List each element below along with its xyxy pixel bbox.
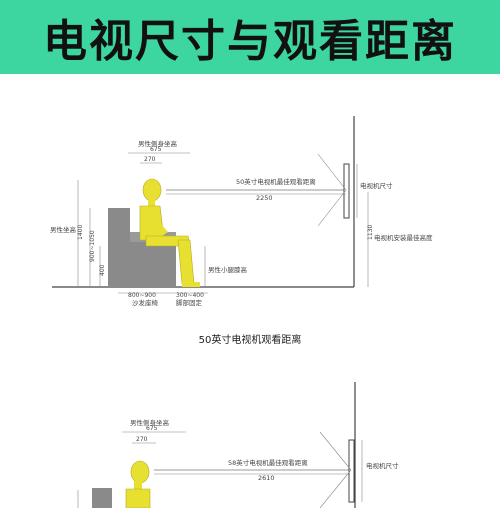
foot-value: 300~400: [176, 292, 204, 299]
distance-value-2: 2610: [258, 474, 275, 482]
tv-cone-bottom-2: [319, 469, 352, 509]
head-width-label-2: 男性侧身坐高: [130, 418, 170, 427]
diagram-1: 电视机尺寸 1130 电视机安装最佳高度 50英寸电视机最佳观看距离 2250 …: [50, 116, 433, 346]
tv-screen: [343, 163, 350, 219]
tv-height-label: 电视机安装最佳高度: [374, 233, 433, 242]
title-banner: 电视尺寸与观看距离: [0, 0, 500, 74]
seat-height-label: 男性坐高: [50, 225, 77, 234]
leg-label: 男性小腿膝高: [208, 265, 248, 274]
tv-size-label: 电视机尺寸: [360, 181, 393, 190]
tv-cone-bottom: [317, 189, 347, 227]
seat-range-value: 900~1050: [89, 230, 96, 262]
seat-base-value: 400: [99, 264, 106, 276]
sofa-depth-value: 800~900: [128, 292, 156, 299]
distance-label: 50英寸电视机最佳观看距离: [236, 177, 316, 186]
head-offset-value: 270: [144, 156, 156, 163]
tv-cone-top: [317, 153, 347, 191]
diagram-panel: 电视机尺寸 1130 电视机安装最佳高度 50英寸电视机最佳观看距离 2250 …: [0, 74, 500, 509]
sofa-back-2: [92, 488, 112, 508]
banner-title: 电视尺寸与观看距离: [43, 16, 457, 67]
head-width-value: 675: [150, 146, 162, 153]
distance-label-2: 58英寸电视机最佳观看距离: [228, 458, 308, 467]
head-offset-value-2: 270: [136, 436, 148, 443]
seated-figure-2: [125, 460, 151, 509]
tv-screen-2: [348, 439, 355, 503]
foot-label: 脚部固定: [176, 298, 203, 307]
diagram1-caption: 50英寸电视机观看距离: [199, 333, 302, 346]
sofa-depth-label: 沙发座椅: [132, 298, 159, 307]
distance-value: 2250: [256, 194, 273, 202]
tv-height-value: 1130: [367, 225, 374, 240]
head-width-value-2: 675: [146, 425, 158, 432]
tv-cone-top-2: [319, 431, 352, 471]
diagram-canvas: 电视机尺寸 1130 电视机安装最佳高度 50英寸电视机最佳观看距离 2250 …: [50, 116, 433, 509]
seat-height-value: 1400: [77, 225, 84, 240]
tv-size-label-2: 电视机尺寸: [366, 461, 399, 470]
head-width-label: 男性侧身坐高: [138, 139, 178, 148]
diagram-2: 男性侧身坐高 675 270 58英寸电视机最佳观看距离 2610 电视机尺寸: [77, 382, 399, 509]
seated-figure: [139, 178, 200, 287]
